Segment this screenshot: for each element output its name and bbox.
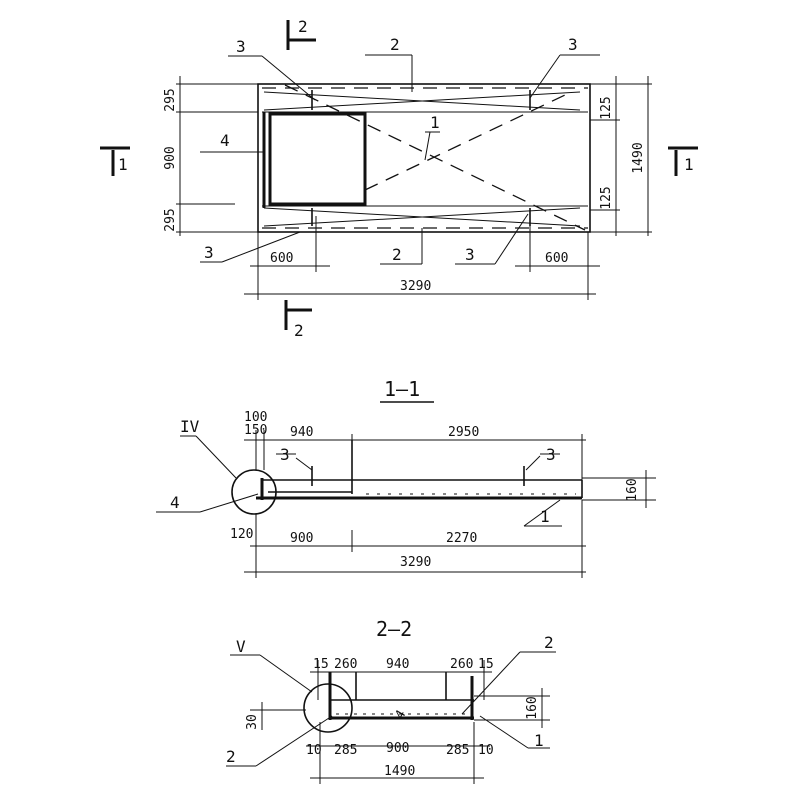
dim-295-bot: 295 <box>163 208 178 231</box>
s22-dim-1490: 1490 <box>384 764 415 779</box>
leader-3-bot-left <box>221 231 301 263</box>
s11-label-3-right: 3 <box>546 445 556 464</box>
s11-node-label: IV <box>180 417 200 436</box>
section-2-2: 2—2 4 V 2 2 1 15 260 940 260 15 <box>226 617 556 784</box>
s22-node-circle <box>303 683 353 733</box>
label-2-top: 2 <box>390 35 400 54</box>
cut-2-bot-label: 2 <box>294 321 304 340</box>
s22-dim-30: 30 <box>245 714 260 730</box>
s22-dim-285-right: 285 <box>446 743 469 758</box>
s22-dim-15-right: 15 <box>478 657 494 672</box>
s11-label-3-left: 3 <box>280 445 290 464</box>
s11-dim-2950: 2950 <box>448 425 479 440</box>
s22-dim-260-left: 260 <box>334 657 357 672</box>
s22-node-label: V <box>236 637 246 656</box>
cut-1-right-label: 1 <box>684 155 694 174</box>
s11-label-4: 4 <box>170 493 180 512</box>
label-3-top-right: 3 <box>568 35 578 54</box>
cut-1-left-label: 1 <box>118 155 128 174</box>
label-2-bot: 2 <box>392 245 402 264</box>
s22-1-leader <box>479 715 529 749</box>
s11-dim-2270: 2270 <box>446 531 477 546</box>
s22-dim-160: 160 <box>525 696 540 719</box>
s22-dim-285-left: 285 <box>334 743 357 758</box>
leader-3-top-left <box>261 55 316 101</box>
s11-dim-100: 100 <box>244 410 267 425</box>
dim-600-left: 600 <box>270 251 293 266</box>
section-1-1-title: 1—1 <box>384 377 420 401</box>
s22-label-4: 4 <box>392 708 409 722</box>
plan-slab-outline <box>257 83 591 233</box>
s22-2-bot-leader <box>255 715 333 767</box>
dim-900-plan: 900 <box>163 146 178 169</box>
s11-dim-3290: 3290 <box>400 555 431 570</box>
s22-label-2-bot: 2 <box>226 747 236 766</box>
dim-295-top: 295 <box>163 88 178 111</box>
s22-dim-260-right: 260 <box>450 657 473 672</box>
label-4-plan: 4 <box>220 131 230 150</box>
s11-node-circle <box>231 469 277 515</box>
dim-125-top: 125 <box>599 96 614 119</box>
s22-node-leader <box>259 654 313 693</box>
plan-view: 3 2 3 1 4 3 2 3 295 900 295 <box>100 17 698 340</box>
label-3-top-left: 3 <box>236 37 246 56</box>
plan-dashed-diagonal-b <box>364 94 566 191</box>
s22-label-2-top: 2 <box>544 633 554 652</box>
s11-dim-900: 900 <box>290 531 313 546</box>
cut-2-top-label: 2 <box>298 17 308 36</box>
s11-dim-150: 150 <box>244 423 267 438</box>
s11-dim-120: 120 <box>230 527 253 542</box>
leader-3-bot-right <box>494 213 529 265</box>
label-1-plan: 1 <box>430 113 440 132</box>
dim-3290-plan: 3290 <box>400 279 431 294</box>
s22-dim-900: 900 <box>386 741 409 756</box>
s11-node-leader <box>195 435 237 479</box>
s22-dim-15-left: 15 <box>313 657 329 672</box>
dim-1490-plan: 1490 <box>631 142 646 173</box>
dim-600-right: 600 <box>545 251 568 266</box>
label-3-bot-right: 3 <box>465 245 475 264</box>
s11-label-1: 1 <box>540 507 550 526</box>
dim-125-bot: 125 <box>599 186 614 209</box>
s11-3-left-leader <box>295 457 313 471</box>
label-3-bot-left: 3 <box>204 243 214 262</box>
plan-opening <box>268 112 367 206</box>
section-1-1: 1—1 IV 4 3 3 1 100 <box>156 377 656 578</box>
s11-dim-940: 940 <box>290 425 313 440</box>
s22-label-1: 1 <box>534 731 544 750</box>
s22-dim-940: 940 <box>386 657 409 672</box>
leader-3-top-right <box>529 54 561 99</box>
s11-dim-160: 160 <box>625 478 640 501</box>
plan-top-cross-b <box>263 91 581 111</box>
s11-1-leader <box>523 499 561 527</box>
section-2-2-title: 2—2 <box>376 617 412 641</box>
plan-dashed-diagonal-a <box>284 84 586 231</box>
s22-2-top-leader <box>461 651 521 715</box>
s11-3-right-leader <box>525 455 541 471</box>
s11-4-leader <box>199 493 259 513</box>
leader-1 <box>424 131 431 161</box>
plan-bottom-cross-b <box>263 207 581 227</box>
s22-dim-10-right: 10 <box>478 743 494 758</box>
s22-dim-10-left: 10 <box>306 743 322 758</box>
